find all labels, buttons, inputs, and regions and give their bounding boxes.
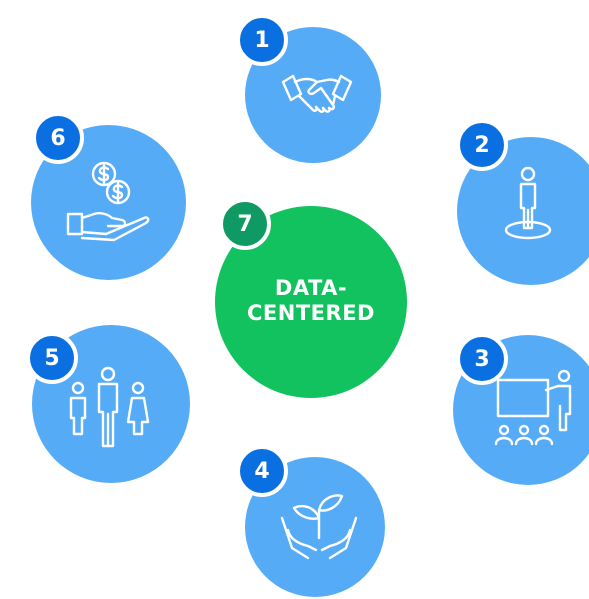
node-1-badge: 1: [236, 14, 288, 66]
center-circle: DATA- CENTERED: [215, 206, 407, 398]
node-4-badge: 4: [236, 445, 288, 497]
handshake-icon: [281, 72, 353, 124]
hands-with-sprout-icon: [278, 492, 360, 564]
node-3-badge: 3: [456, 333, 508, 385]
node-6-badge: 6: [32, 112, 84, 164]
center-badge: 7: [219, 198, 271, 250]
center-label-line1: DATA-: [274, 276, 348, 300]
node-2-badge: 2: [456, 119, 508, 171]
node-5-badge: 5: [26, 332, 78, 384]
person-on-platform-icon: [490, 166, 552, 244]
presentation-board-icon: [490, 368, 582, 450]
center-label: DATA- CENTERED: [215, 276, 407, 326]
center-label-line2: CENTERED: [247, 301, 375, 325]
group-of-people-icon: [66, 366, 158, 456]
hand-with-coins-icon: [64, 160, 154, 244]
